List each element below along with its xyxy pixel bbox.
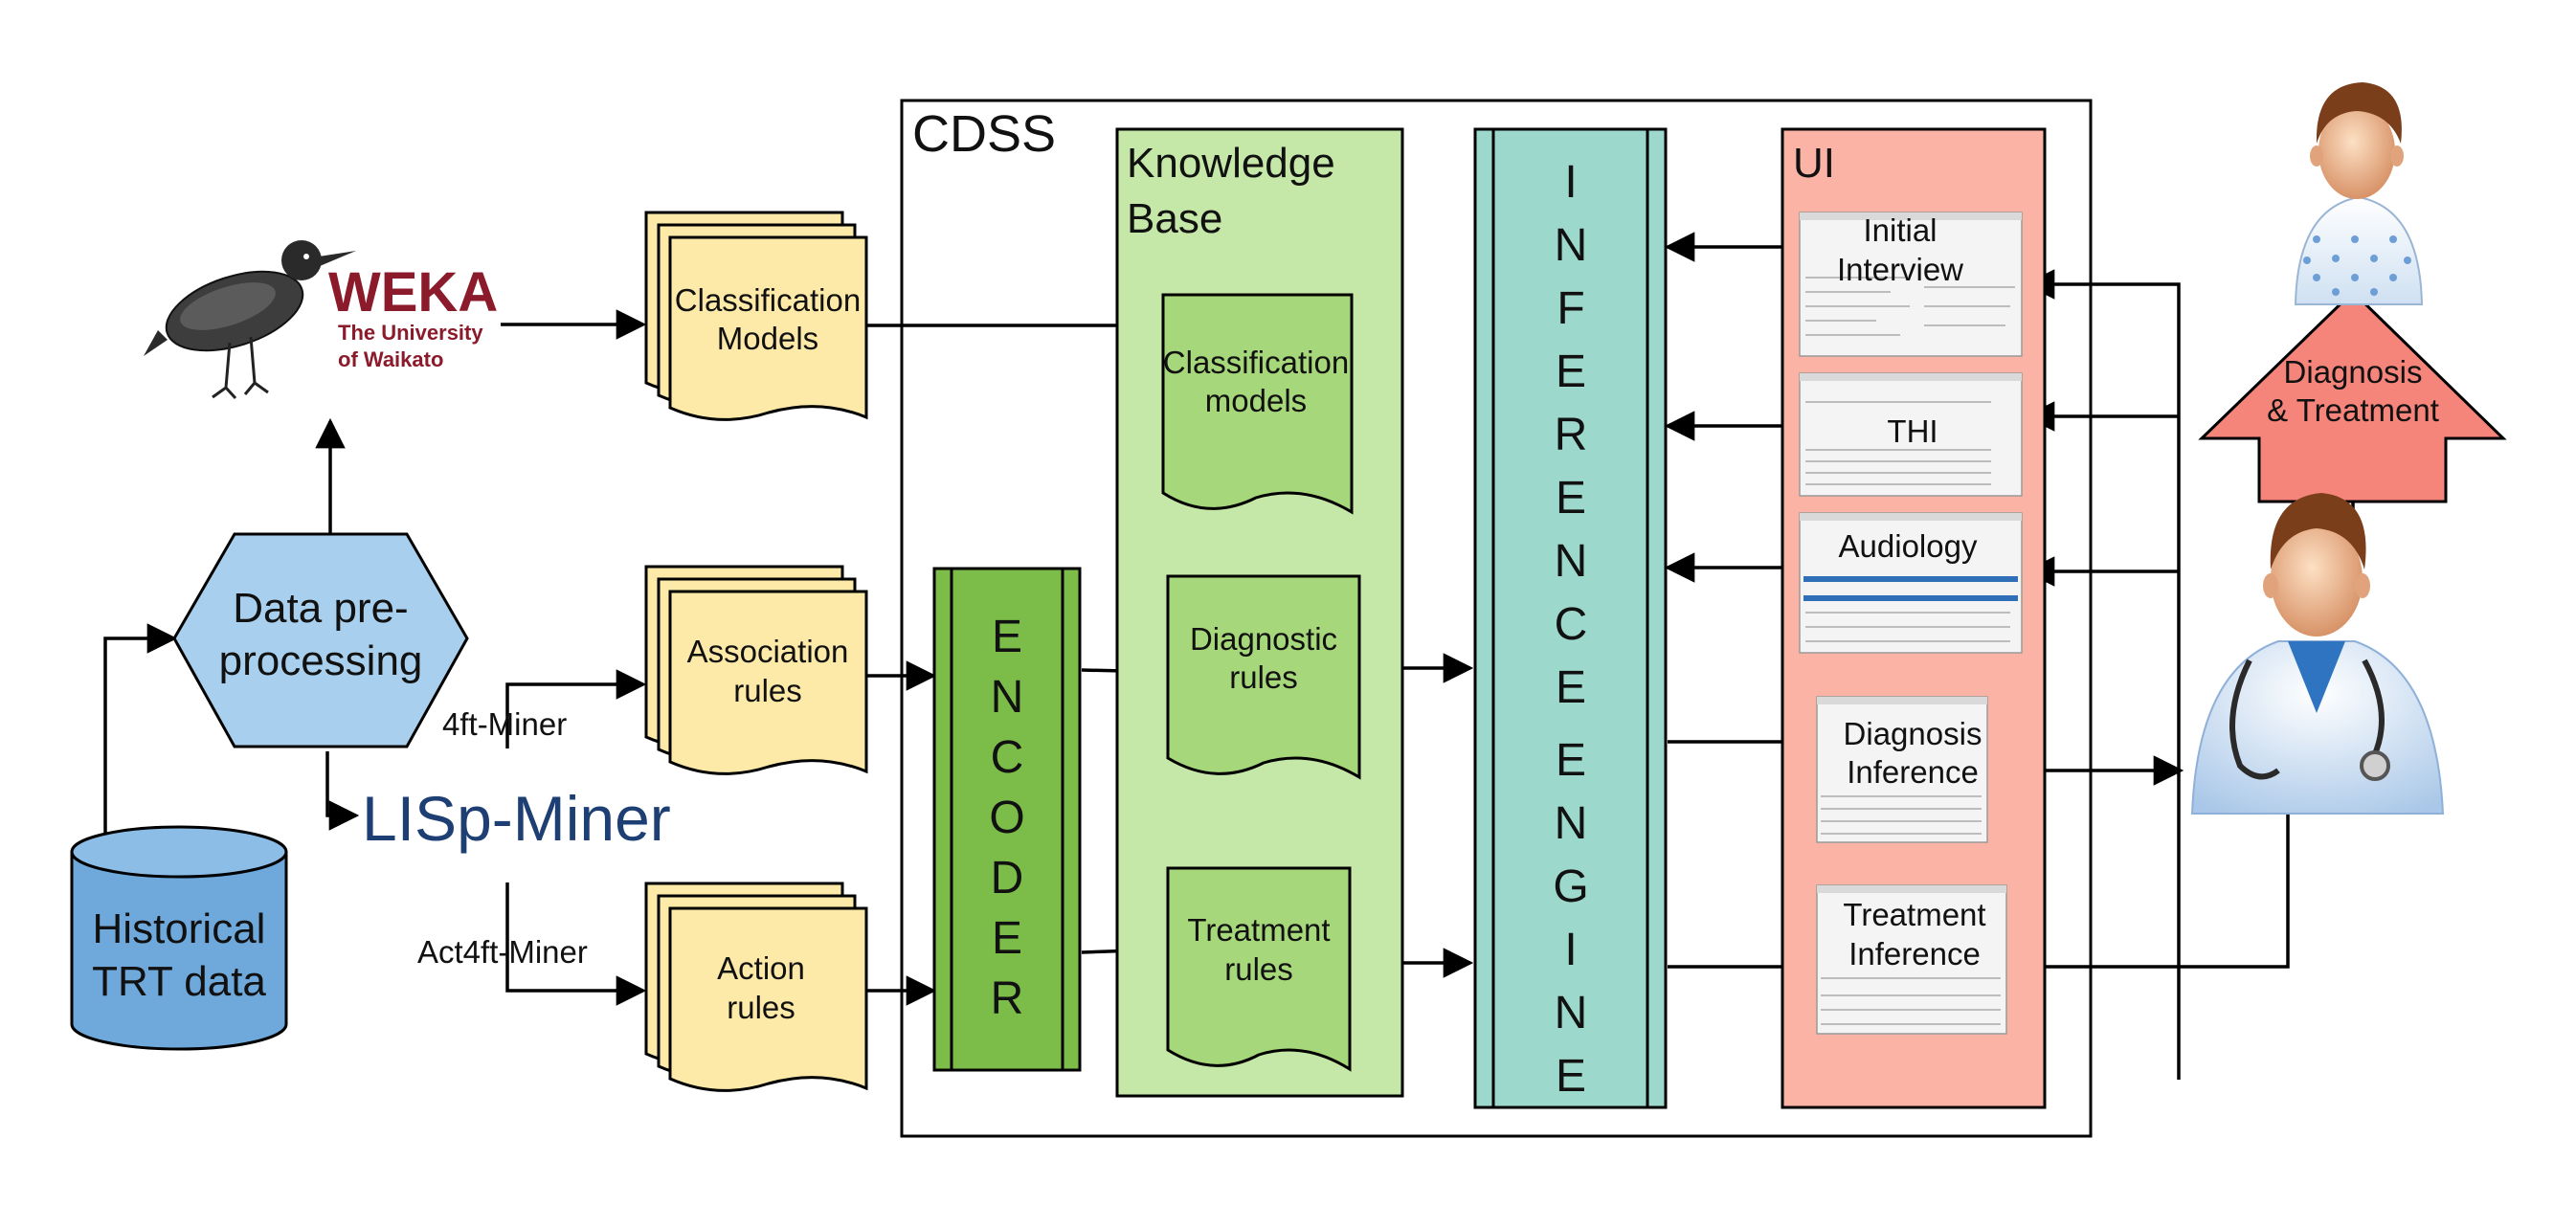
arrow-treatment-to-doctor [1996, 783, 2303, 969]
kb-classification-models: Classification models [1161, 293, 1354, 515]
kb-diagnostic-label-2: rules [1229, 659, 1298, 695]
encoder-letter-2: N [991, 672, 1024, 723]
classification-models-stack: Classification Models [644, 211, 868, 421]
preprocess-label-1: Data pre- [233, 585, 408, 632]
engine-engine-letter-6: E [1556, 1051, 1586, 1102]
ui-diagnosis-inference: Diagnosis Inference [1816, 696, 1988, 843]
diagnosis-treatment-arrow: Diagnosis & Treatment [2198, 289, 2507, 503]
ui-treatment-inference: Treatment Inference [1816, 884, 2007, 1035]
ui-initial-label-1: Initial [1863, 212, 1937, 248]
label-act4ft-miner: Act4ft-Miner [417, 934, 588, 970]
ui-initial-interview: Initial Interview [1799, 212, 2023, 357]
data-preprocessing: Data pre- processing [172, 532, 469, 748]
engine-engine-letter-5: N [1555, 988, 1588, 1038]
kb-treatment-label-2: rules [1224, 951, 1293, 987]
arrow-preprocess-to-lispminer [325, 751, 360, 831]
engine-engine-letter-1: E [1556, 735, 1586, 786]
knowledge-base: Knowledge Base Classification models Dia… [1115, 127, 1404, 1098]
historical-label-2: TRT data [92, 958, 266, 1005]
kb-classification-label-2: models [1205, 383, 1307, 418]
engine-engine-letter-3: G [1553, 861, 1588, 912]
engine-inference-letter-3: F [1557, 283, 1584, 334]
ui-title: UI [1793, 140, 1835, 187]
classification-models-label-1: Classification [675, 282, 861, 318]
ui-audiology-label: Audiology [1839, 528, 1978, 564]
weka-logo: WEKA The University of Waikato [144, 240, 498, 400]
weka-wordmark: WEKA [328, 261, 498, 324]
ui-initial-label-2: Interview [1837, 252, 1963, 287]
engine-inference-letter-6: E [1556, 473, 1586, 524]
cdss-title: CDSS [912, 105, 1056, 163]
association-rules-stack: Association rules [644, 565, 868, 775]
weka-subtitle-1: The University [338, 321, 483, 345]
lispminer-logo: LISp-Miner [362, 783, 671, 854]
historical-trt-data: Historical TRT data [70, 825, 288, 1051]
classification-models-label-2: Models [717, 321, 818, 356]
ui-thi: THI [1799, 372, 2023, 497]
ui-treatment-label-2: Inference [1848, 936, 1981, 972]
arrow-act4ft-miner-to-action [505, 882, 647, 1006]
ui-diagnosis-label-1: Diagnosis [1844, 716, 1982, 751]
preprocess-label-2: processing [219, 637, 423, 684]
arrow-patient-to-initial [2024, 269, 2181, 1080]
doctor-icon [2190, 493, 2445, 815]
encoder-letter-6: E [992, 913, 1022, 964]
kb-diagnostic-rules: Diagnostic rules [1166, 574, 1361, 780]
association-rules-label-1: Association [687, 634, 849, 669]
weka-bird-icon [144, 240, 356, 400]
ui-audiology: Audiology [1799, 512, 2023, 654]
kb-title-2: Base [1127, 195, 1222, 242]
ui-thi-label: THI [1887, 413, 1938, 449]
engine-inference-letter-4: E [1556, 346, 1586, 397]
engine-inference-letter-9: E [1556, 662, 1586, 713]
arrow-4ft-miner-to-association [505, 669, 647, 748]
kb-diagnostic-label-1: Diagnostic [1190, 621, 1337, 657]
ui-treatment-label-1: Treatment [1843, 897, 1985, 932]
cdss-container [900, 99, 2093, 1138]
kb-treatment-label-1: Treatment [1187, 912, 1330, 948]
encoder-letter-4: O [989, 793, 1024, 843]
encoder-letter-1: E [992, 612, 1022, 662]
action-rules-label-1: Action [717, 950, 805, 986]
action-rules-stack: Action rules [644, 882, 868, 1092]
action-rules-label-2: rules [727, 990, 795, 1025]
engine-inference-letter-2: N [1555, 220, 1588, 271]
dx-tx-label-2: & Treatment [2267, 392, 2439, 428]
engine-engine-letter-4: I [1564, 925, 1577, 975]
arrow-historical-to-preprocess [103, 623, 178, 842]
kb-title-1: Knowledge [1127, 140, 1335, 187]
engine-inference-letter-5: R [1555, 410, 1588, 460]
association-rules-label-2: rules [733, 673, 802, 708]
encoder-letter-7: R [991, 973, 1024, 1024]
label-4ft-miner: 4ft-Miner [442, 706, 567, 742]
encoder-letter-5: D [991, 853, 1024, 904]
historical-label-1: Historical [93, 905, 266, 952]
dx-tx-label-1: Diagnosis [2284, 354, 2423, 390]
weka-subtitle-2: of Waikato [338, 347, 443, 371]
engine-inference-letter-1: I [1564, 157, 1577, 208]
ui-diagnosis-label-2: Inference [1847, 754, 1979, 790]
engine-inference-letter-8: C [1555, 599, 1588, 650]
engine-engine-letter-2: N [1555, 798, 1588, 849]
patient-icon [2294, 82, 2424, 305]
kb-classification-label-1: Classification [1163, 345, 1349, 380]
engine-inference-letter-7: N [1555, 536, 1588, 587]
kb-treatment-rules: Treatment rules [1166, 866, 1352, 1072]
encoder-letter-3: C [991, 732, 1024, 783]
ui-panel: UI Initial Interview THI [1781, 127, 2047, 1109]
